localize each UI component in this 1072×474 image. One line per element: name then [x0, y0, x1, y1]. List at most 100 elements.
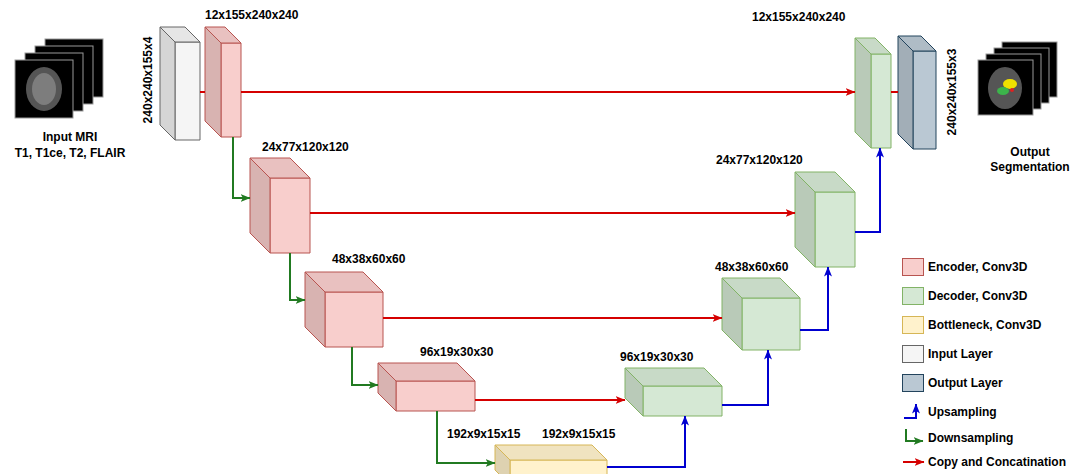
downsampling-arrow: [437, 411, 495, 463]
cube-shape: [722, 278, 800, 350]
upsampling-arrow: [855, 148, 880, 232]
legend-swatch: [902, 345, 924, 363]
cube-face: [160, 27, 175, 140]
decoder-block: 12x155x240x240: [855, 38, 891, 148]
legend-text: Encoder, Conv3D: [928, 259, 1027, 275]
cube-shape: [855, 38, 891, 148]
cube-edge: [495, 445, 607, 460]
tensor-shape-label: 192x9x15x15: [447, 427, 520, 441]
cube-shape: [378, 363, 475, 411]
legend-text: Output Layer: [928, 375, 1003, 391]
legend-swatch: [902, 258, 924, 276]
cube-shade: [378, 363, 396, 411]
cube-face: [175, 42, 200, 140]
legend-text: Upsampling: [928, 404, 997, 420]
cube-edge: [250, 158, 270, 253]
decoder-block: 96x19x30x30: [625, 368, 722, 416]
mri-slice: [15, 60, 73, 118]
encoder-block: 24x77x120x120: [250, 158, 310, 253]
skip-connection: [891, 91, 898, 93]
mri-slice: [978, 60, 1033, 115]
cube-face: [855, 38, 871, 148]
legend-swatch: [902, 287, 924, 305]
upsampling-arrow: [722, 350, 768, 405]
input-caption: Input MRI: [0, 130, 150, 145]
legend-text: Downsampling: [928, 430, 1013, 446]
cube-edge: [378, 363, 396, 411]
legend-line-sample: [902, 427, 928, 449]
cube-face: [871, 54, 891, 148]
cube-shape: [205, 27, 241, 137]
cube-edge: [495, 445, 510, 474]
downsampling-arrow: [233, 137, 250, 198]
bottleneck-block: 192x9x15x15192x9x15x15: [495, 445, 607, 474]
skip-connection: [310, 212, 795, 214]
cube-shape: [495, 445, 607, 474]
cube-face: [722, 278, 742, 350]
downsampling-arrow: [290, 253, 305, 300]
legend-line-sample: [902, 451, 928, 473]
legend-text: Copy and Concatination: [928, 454, 1066, 470]
tensor-shape-label: 192x9x15x15: [542, 427, 615, 441]
cube-face: [305, 272, 325, 347]
skip-connection: [200, 91, 205, 93]
legend-text: Bottleneck, Conv3D: [928, 317, 1041, 333]
cube-edge: [855, 38, 871, 148]
cube-edge: [221, 43, 241, 137]
cube-edge: [815, 192, 855, 267]
cube-edge: [396, 381, 475, 411]
cube-shade: [795, 172, 815, 267]
cube-shade: [250, 158, 270, 253]
cube-shape: [305, 272, 383, 347]
cube-face: [221, 43, 241, 137]
cube-edge: [625, 368, 643, 416]
input-mri-stack: [15, 39, 103, 118]
output-layer: 240x240x155x3: [898, 36, 936, 149]
cube-face: [795, 172, 815, 267]
input-caption: T1, T1ce, T2, FLAIR: [0, 146, 150, 161]
brain-image: [32, 73, 56, 105]
tensor-shape-label: 12x155x240x240: [752, 10, 845, 24]
cube-edge: [871, 54, 891, 148]
cube-face: [205, 27, 221, 137]
tensor-shape-label: 48x38x60x60: [715, 260, 788, 274]
cube-edge: [175, 42, 200, 140]
cube-shape: [625, 368, 722, 416]
cube-face: [898, 36, 913, 149]
cube-shape: [795, 172, 855, 267]
cube-edge: [913, 51, 936, 149]
encoder-block: 48x38x60x60: [305, 272, 383, 347]
skip-connection: [241, 91, 855, 93]
cube-edge: [742, 298, 800, 350]
cube-face: [913, 51, 936, 149]
skip-connection: [383, 317, 722, 319]
skip-connection: [475, 399, 625, 401]
tumor-region: [997, 87, 1009, 95]
cube-shape: [898, 36, 936, 149]
output-segmentation-stack: [978, 42, 1057, 115]
cube-edge: [795, 172, 815, 267]
cube-shade: [305, 272, 325, 347]
cube-edge: [160, 27, 175, 140]
tensor-shape-label: 96x19x30x30: [420, 345, 493, 359]
cube-shade: [722, 278, 742, 350]
cube-shade: [495, 445, 607, 460]
cube-face: [270, 178, 310, 253]
encoder-block: 12x155x240x240: [205, 27, 241, 137]
cube-edge: [270, 178, 310, 253]
cube-face: [643, 386, 722, 416]
cube-face: [510, 460, 607, 474]
encoder-block: 96x19x30x30: [378, 363, 475, 411]
cube-face: [495, 445, 607, 460]
upsampling-arrow: [800, 267, 828, 330]
tensor-shape-label: 12x155x240x240: [205, 8, 298, 22]
legend-line-sample: [902, 401, 928, 423]
cube-shade: [160, 27, 175, 140]
upsampling-arrow: [607, 416, 685, 467]
tensor-shape-label: 24x77x120x120: [716, 153, 803, 167]
cube-shade: [495, 445, 510, 474]
cube-face: [742, 298, 800, 350]
cube-shape: [250, 158, 310, 253]
tumor-region: [1010, 88, 1014, 92]
cube-face: [378, 363, 396, 411]
